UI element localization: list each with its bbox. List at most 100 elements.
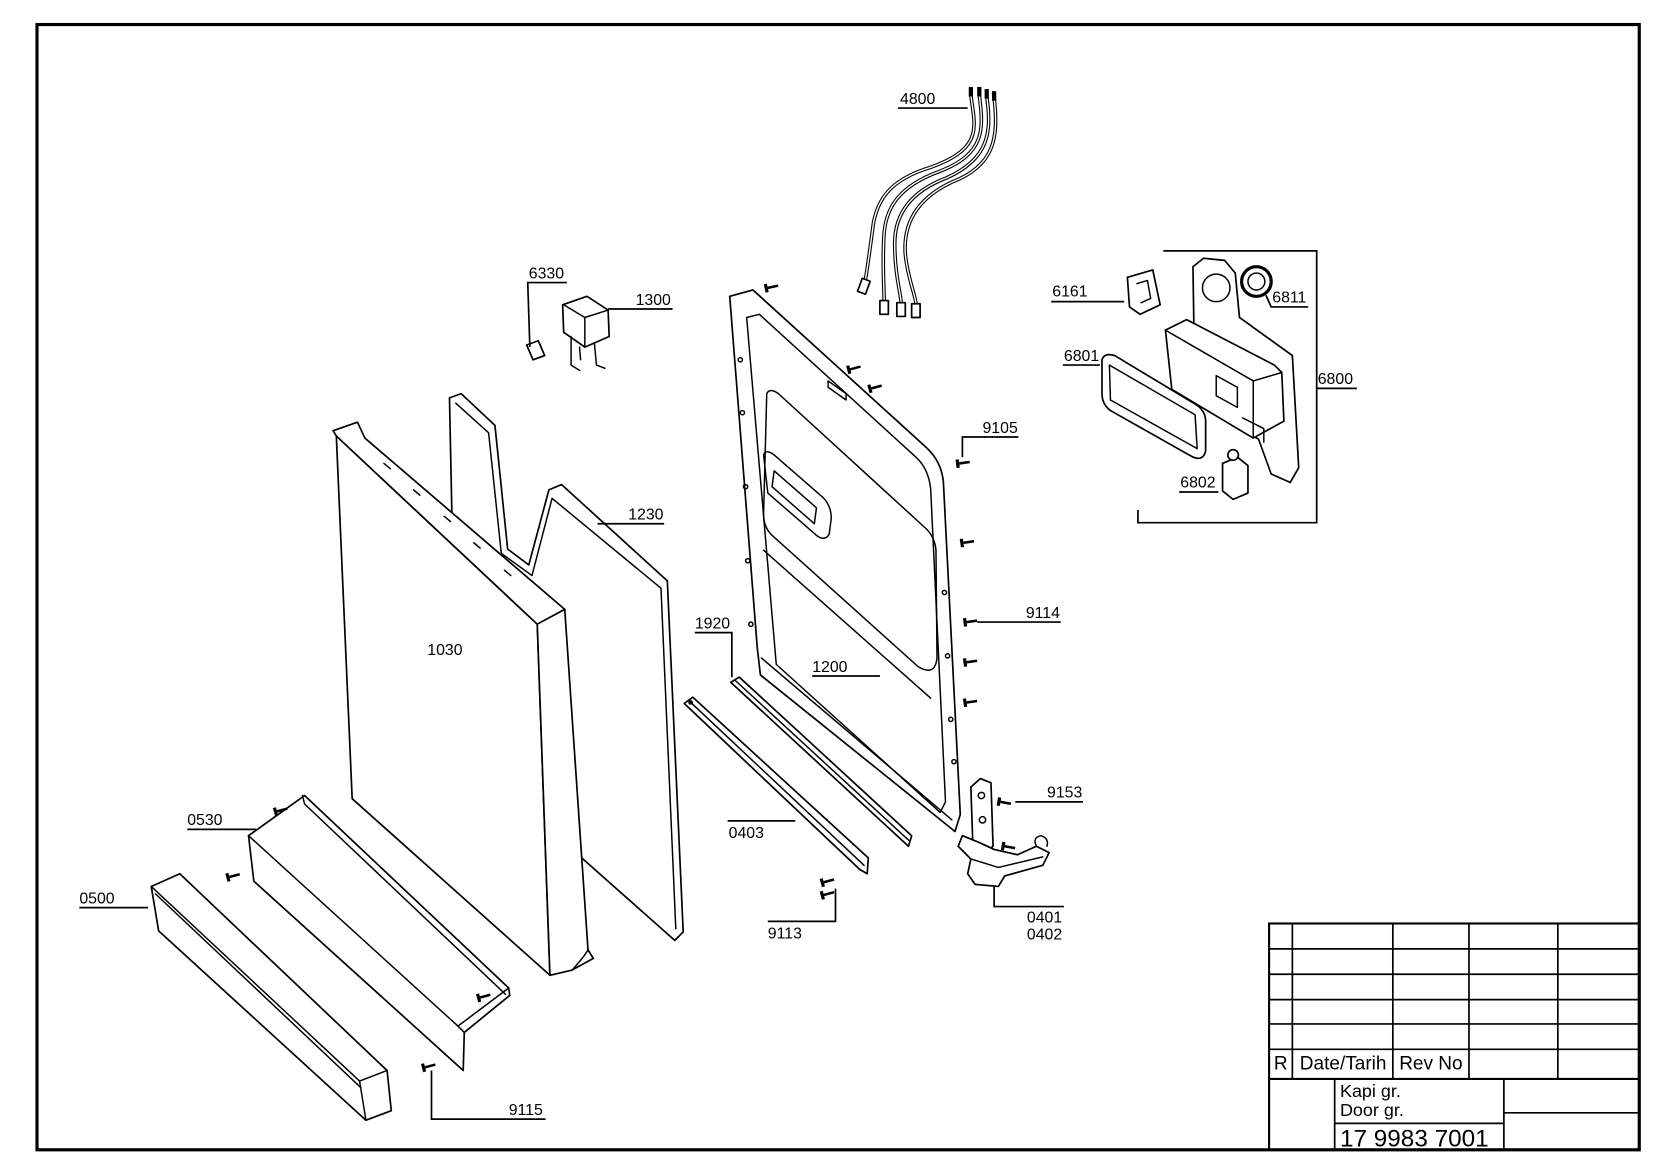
wire <box>863 93 976 284</box>
screw <box>961 655 979 669</box>
hinge-hole <box>978 815 987 824</box>
outer-panel-slot <box>383 462 391 470</box>
wire-connector <box>895 301 907 318</box>
bracket-clip <box>525 339 546 361</box>
bracket-leg <box>578 346 582 361</box>
screw <box>961 695 979 709</box>
seal-strip-edge <box>734 679 911 842</box>
lock-housing-detail <box>1241 417 1265 444</box>
door-seal-strip <box>729 676 913 848</box>
hinge-hook <box>1034 834 1049 848</box>
screw <box>954 456 972 470</box>
lock-housing-edge <box>1252 371 1283 382</box>
callout-1200: 1200 <box>812 659 847 676</box>
wire-core <box>882 94 983 302</box>
callout-9115: 9115 <box>509 1102 543 1119</box>
bracket-fold-end <box>457 1025 466 1034</box>
wire-connector <box>879 299 890 316</box>
wire-terminal <box>984 89 989 99</box>
inner-door-recess <box>762 389 938 671</box>
lock-plate-slot <box>1136 279 1152 304</box>
outer-door-panel <box>332 421 595 977</box>
wire-core <box>894 95 990 304</box>
rivet <box>748 621 754 628</box>
callout-1300: 1300 <box>636 292 671 309</box>
leader-line <box>694 631 733 678</box>
outer-panel-side-flange <box>536 608 595 977</box>
callout-9113: 9113 <box>768 925 802 942</box>
bracket-box <box>561 295 611 348</box>
callout-6800: 6800 <box>1318 371 1353 388</box>
inner-door-handle-inner <box>771 470 818 525</box>
kick-plate-body <box>150 872 393 1122</box>
screw <box>958 535 976 549</box>
leader-line <box>526 281 567 348</box>
outer-panel-corner <box>571 949 589 971</box>
screw <box>818 886 837 902</box>
outer-panel-slot <box>443 515 452 523</box>
kick-plate-top-line <box>154 893 362 1089</box>
revision-table-lines <box>1269 923 1640 1150</box>
inner-door-outline <box>728 289 962 833</box>
callout-9153: 9153 <box>1047 785 1082 802</box>
callout-6811: 6811 <box>1272 290 1306 307</box>
leader-line <box>767 888 837 923</box>
leader-line <box>961 436 1019 458</box>
title-block-frame <box>1268 922 1641 1151</box>
door-lock-assembly <box>1101 257 1300 501</box>
lock-ring-inner <box>1247 272 1266 291</box>
callout-6161: 6161 <box>1052 283 1087 300</box>
callout-9105: 9105 <box>982 420 1017 437</box>
hinge-arm-fold <box>970 856 1044 869</box>
revision-number-header: Rev No <box>1399 1053 1462 1074</box>
screw <box>818 874 837 889</box>
lower-seal-strip <box>683 696 870 875</box>
screw <box>419 1059 438 1074</box>
hinge-arm <box>957 834 1050 888</box>
rivet <box>737 356 744 363</box>
rivet <box>739 409 746 416</box>
kick-plate <box>150 872 393 1122</box>
lock-housing-detail <box>1215 374 1239 409</box>
callout-6330: 6330 <box>529 265 564 282</box>
bracket-assembly <box>525 295 611 372</box>
callout-0402: 0402 <box>1027 926 1062 943</box>
inner-door-slot <box>827 380 847 401</box>
lower-strip-edge <box>687 699 865 867</box>
drawing-border <box>35 22 1641 1152</box>
rivet <box>941 589 948 596</box>
outer-panel-slot <box>503 569 512 577</box>
door-hinge <box>957 777 1050 888</box>
drawing-number: 17 9983 7001 <box>1340 1126 1489 1153</box>
inner-door-handle-recess <box>762 451 832 539</box>
wire-core <box>904 96 997 305</box>
wire-terminal <box>968 86 973 97</box>
inner-door-bottom-line <box>760 657 953 821</box>
callout-0530: 0530 <box>187 812 222 829</box>
drawing-title-turkish: Kapi gr. <box>1340 1081 1401 1101</box>
rivet <box>944 653 951 659</box>
callout-0500: 0500 <box>79 890 114 907</box>
insulation-pad-inner <box>455 402 677 930</box>
callout-1030: 1030 <box>427 642 462 659</box>
inner-door-flange <box>745 313 947 814</box>
leader-line <box>1265 294 1309 308</box>
lower-strip-body <box>683 696 870 875</box>
callout-9114: 9114 <box>1026 605 1060 622</box>
rivet <box>951 758 957 765</box>
callout-leaders <box>79 107 1357 1120</box>
kick-plate-end-edge <box>358 1069 388 1082</box>
screw <box>995 795 1013 810</box>
screw <box>844 361 863 376</box>
callout-4800: 4800 <box>900 91 935 108</box>
revision-date-header: Date/Tarih <box>1300 1053 1387 1074</box>
rivet <box>742 483 749 490</box>
wiring-harness <box>856 86 998 319</box>
drawing-title-english: Door gr. <box>1340 1100 1404 1120</box>
hinge-hole <box>977 791 986 800</box>
wire-connector <box>856 277 872 296</box>
lock-plate-hole <box>1201 273 1231 303</box>
revision-r-header: R <box>1274 1053 1288 1074</box>
lock-switch-button <box>1227 448 1240 462</box>
